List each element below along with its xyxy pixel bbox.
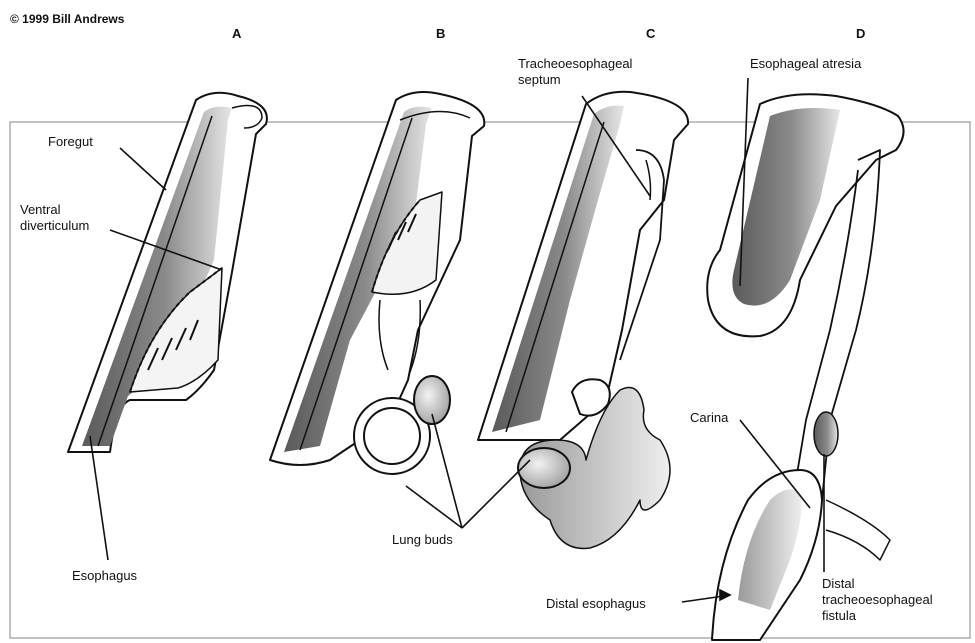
foregut-leader <box>120 148 166 190</box>
label-septum-line1: Tracheoesophageal <box>518 56 632 71</box>
label-distal-esophagus: Distal esophagus <box>546 596 646 611</box>
panel-letter-d: D <box>856 26 865 41</box>
label-fistula-line1: Distal <box>822 576 855 591</box>
panel-letter-c: C <box>646 26 655 41</box>
label-ventral-line1: Ventral <box>20 202 60 217</box>
label-ventral-line2: diverticulum <box>20 218 89 233</box>
label-fistula-line2: tracheoesophageal <box>822 592 933 607</box>
copyright-notice: © 1999 Bill Andrews <box>10 12 124 26</box>
label-fistula-line3: fistula <box>822 608 856 623</box>
panel-a-drawing <box>68 93 267 452</box>
label-esophageal-atresia: Esophageal atresia <box>750 56 861 71</box>
esophagus-leader <box>90 436 108 560</box>
panel-b-drawing <box>270 92 484 474</box>
label-lung-buds: Lung buds <box>392 532 453 547</box>
label-esophagus: Esophagus <box>72 568 137 583</box>
lung-buds-leader-2 <box>432 414 462 528</box>
lung-buds-leader-3 <box>462 460 530 528</box>
panel-d-drawing <box>707 94 903 640</box>
panel-letter-b: B <box>436 26 445 41</box>
panel-letter-a: A <box>232 26 241 41</box>
label-septum-line2: septum <box>518 72 561 87</box>
label-foregut: Foregut <box>48 134 93 149</box>
label-carina: Carina <box>690 410 728 425</box>
lung-buds-leader-1 <box>406 486 462 528</box>
